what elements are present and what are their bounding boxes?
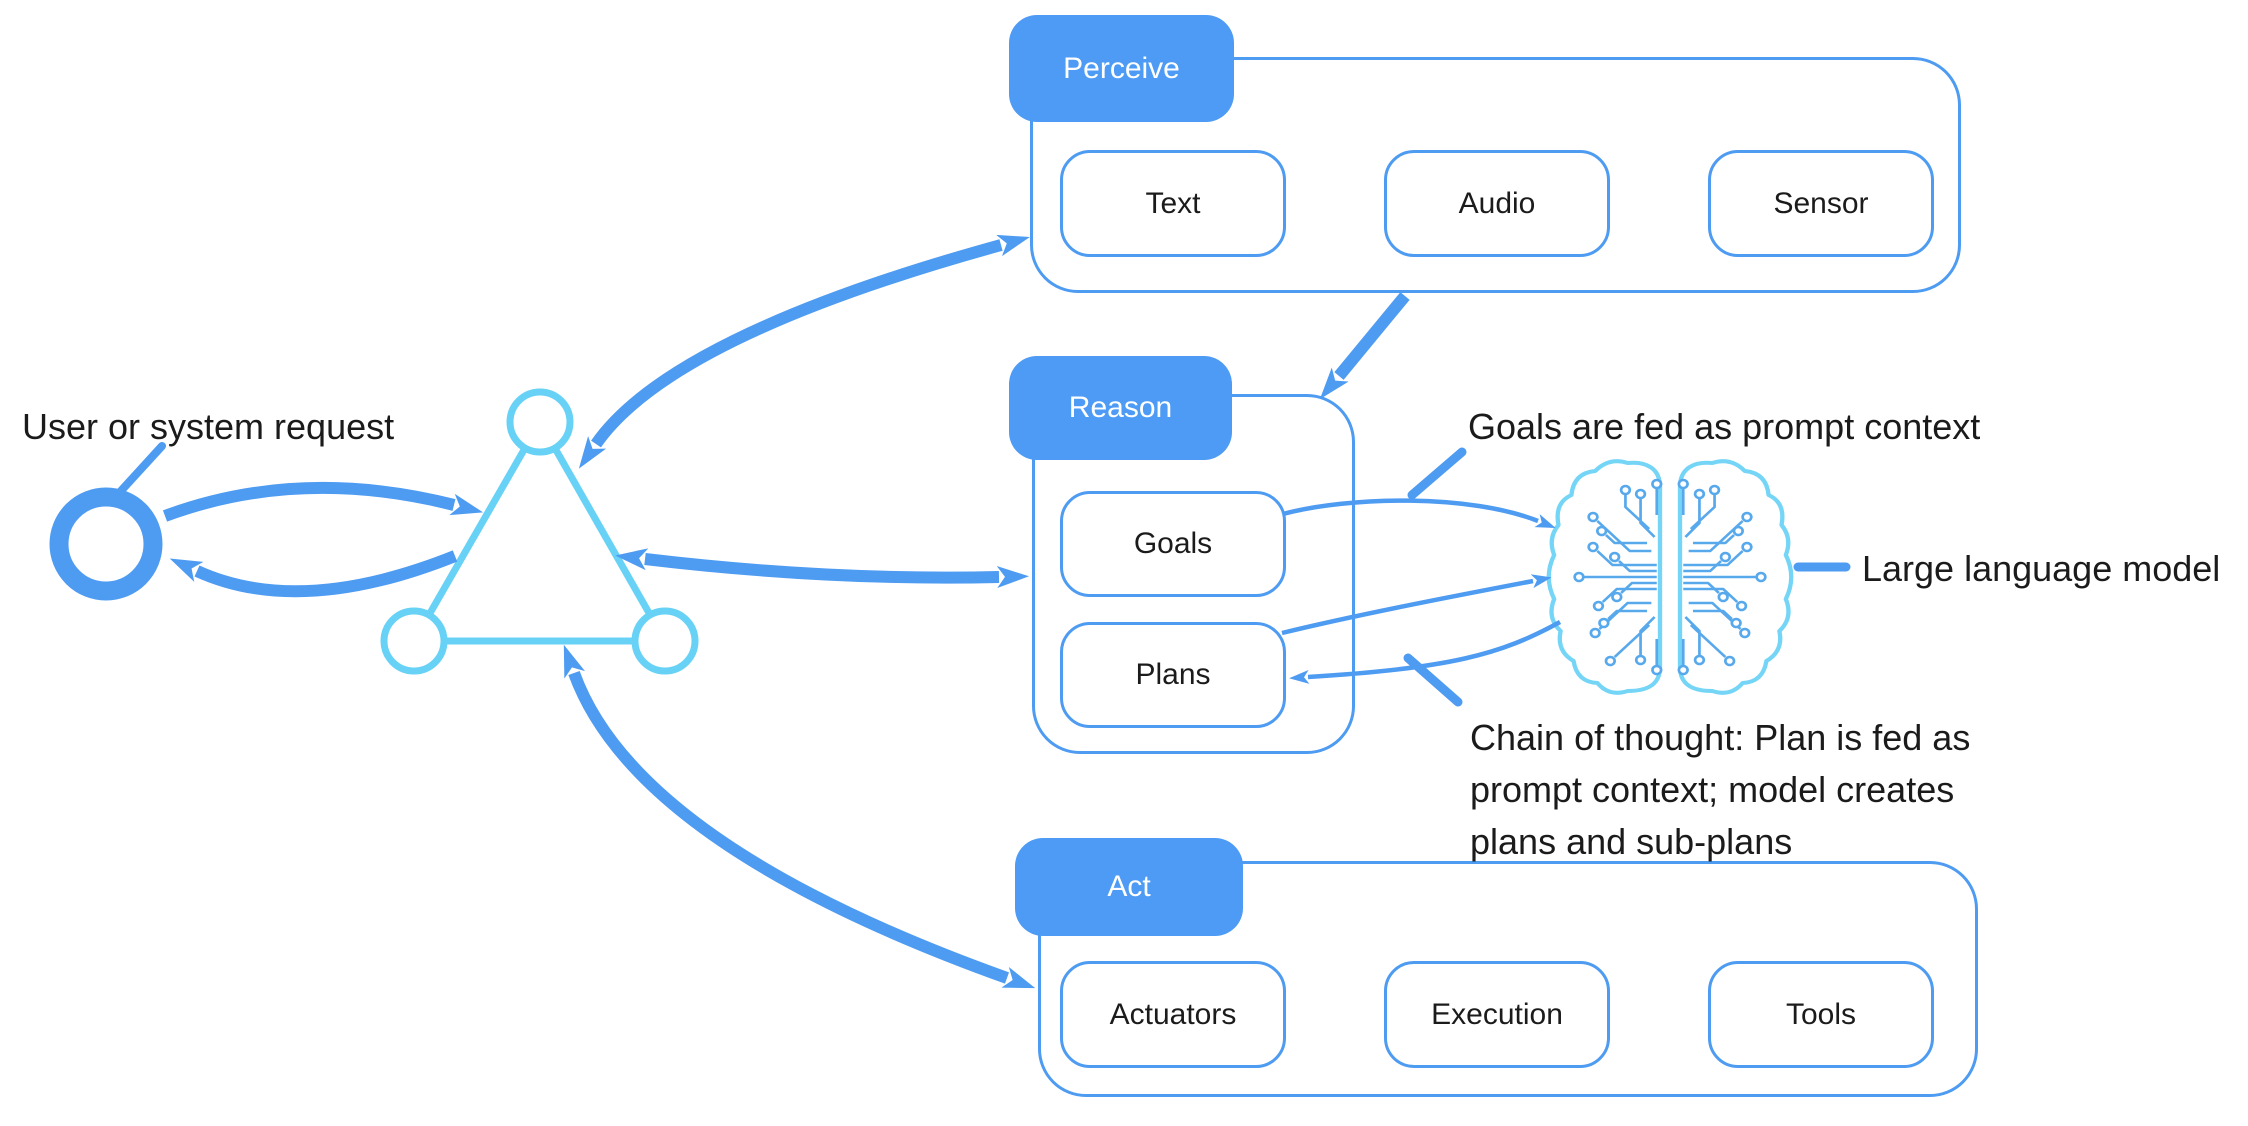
node-text-label: Text bbox=[1145, 186, 1201, 220]
perceive-tab-label: Perceive bbox=[1063, 51, 1180, 85]
node-text: Text bbox=[1060, 150, 1286, 257]
perceive-tab: Perceive bbox=[1009, 15, 1234, 122]
arrow-agent-act bbox=[563, 644, 1036, 989]
act-tab: Act bbox=[1015, 838, 1243, 936]
node-audio: Audio bbox=[1384, 150, 1610, 257]
user-request-label: User or system request bbox=[22, 406, 395, 447]
act-tab-label: Act bbox=[1107, 870, 1151, 903]
node-sensor: Sensor bbox=[1708, 150, 1934, 257]
node-execution: Execution bbox=[1384, 961, 1610, 1068]
arrow-agent-to-user bbox=[169, 550, 458, 598]
node-actuators: Actuators bbox=[1060, 961, 1286, 1068]
node-goals: Goals bbox=[1060, 491, 1286, 597]
user-node-icon bbox=[49, 442, 166, 601]
node-tools-label: Tools bbox=[1785, 997, 1857, 1031]
arrow-agent-perceive bbox=[578, 234, 1030, 469]
node-audio-label: Audio bbox=[1458, 186, 1536, 220]
llm-label: Large language model bbox=[1862, 548, 2221, 589]
node-actuators-label: Actuators bbox=[1109, 997, 1237, 1031]
reason-tab: Reason bbox=[1009, 356, 1232, 460]
node-execution-label: Execution bbox=[1431, 997, 1563, 1031]
arrow-user-to-agent bbox=[162, 481, 484, 522]
callout-line-chain bbox=[1403, 653, 1463, 707]
user-leader-line bbox=[116, 442, 166, 496]
node-sensor-label: Sensor bbox=[1773, 186, 1869, 220]
arrow-agent-reason bbox=[615, 548, 1029, 589]
node-plans-label: Plans bbox=[1135, 658, 1211, 691]
reason-tab-label: Reason bbox=[1068, 391, 1173, 424]
chain-note-label: Chain of thought: Plan is fed as prompt … bbox=[1470, 717, 1971, 862]
goals-note-label: Goals are fed as prompt context bbox=[1468, 406, 1981, 447]
arrow-perceive-to-reason bbox=[1319, 292, 1410, 400]
agent-triangle-icon bbox=[380, 388, 699, 675]
node-tools: Tools bbox=[1708, 961, 1934, 1068]
callout-line-goals bbox=[1407, 447, 1467, 500]
node-plans: Plans bbox=[1060, 622, 1286, 728]
brain-icon bbox=[1549, 461, 1791, 693]
node-goals-label: Goals bbox=[1133, 527, 1213, 560]
